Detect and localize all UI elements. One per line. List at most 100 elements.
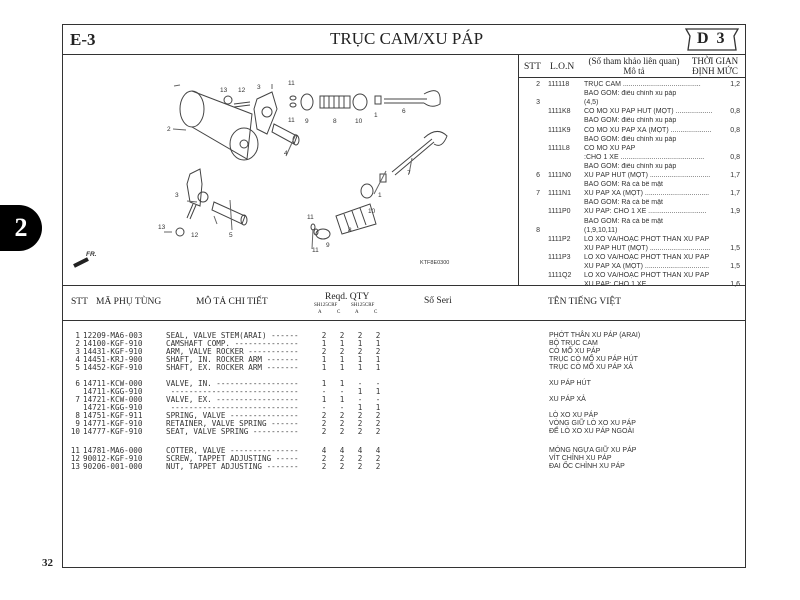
- labor-text: (4,5): [584, 99, 599, 107]
- part-qty: 2: [375, 347, 381, 356]
- part-vn-name: ĐẾ LÒ XO XU PÁP NGOÀI: [549, 428, 635, 435]
- part-qty: 1: [339, 395, 345, 404]
- part-stt: 4: [75, 355, 80, 364]
- part-qty: 1: [357, 363, 363, 372]
- labor-header-desc2: Mô tả: [623, 66, 645, 76]
- rocker-shaft-icon: [211, 201, 248, 226]
- part-number: 14100-KGF-910: [83, 339, 143, 348]
- part-description: ARM, VALVE ROCKER -----------: [166, 347, 299, 356]
- labor-lon: 1111P2: [548, 235, 571, 243]
- part-stt: 13: [70, 462, 80, 471]
- part-number: 14777-KGF-910: [83, 427, 143, 436]
- nut-icon: [175, 95, 233, 237]
- labor-time: 1,7: [730, 190, 740, 198]
- labor-text: TRỤC CAM ...............................…: [584, 81, 701, 88]
- labor-stt: 3: [536, 99, 540, 107]
- labor-stt: 2: [536, 81, 540, 88]
- part-description: SEAT, VALVE SPRING ----------: [166, 427, 299, 436]
- spring-icon: [319, 95, 377, 235]
- part-description: COTTER, VALVE ---------------: [166, 446, 299, 455]
- chapter-tab: 2: [0, 205, 42, 251]
- callout: 3: [257, 84, 261, 91]
- spring-seat-icon: [352, 93, 374, 199]
- part-qty: -: [339, 403, 345, 412]
- part-description: NUT, TAPPET ADJUSTING -------: [166, 462, 299, 471]
- part-qty: 2: [339, 331, 345, 340]
- labor-text: BAO GỒM: Rà cá bề mặt: [584, 217, 663, 225]
- model-2: SH125CRF: [351, 303, 375, 308]
- part-number: 90012-KGF-910: [83, 454, 143, 463]
- divider: [518, 77, 746, 78]
- labor-text: BAO GỒM: điều chỉnh xu páp: [584, 135, 677, 143]
- callout: 7: [407, 170, 411, 177]
- part-qty: 4: [375, 446, 381, 455]
- labor-text: XU PÁP: CHO 1 XE .......................…: [584, 281, 707, 289]
- callout: 10: [368, 208, 376, 215]
- labor-text: XU PÁP HÚT (MỘT) .......................…: [584, 172, 711, 179]
- callout: 11: [312, 247, 319, 254]
- part-number: 14711-KCW-000: [83, 379, 143, 388]
- callout: 10: [355, 118, 363, 125]
- part-qty: 1: [321, 379, 327, 388]
- divider: [62, 320, 746, 321]
- variant-a: A: [318, 310, 322, 315]
- labor-text: LÒ XO VÀ/HOẶC PHỚT THÂN XU PÁP: [584, 272, 710, 280]
- labor-text: CÒ MỔ XU PÁP HÚT (MỘT) .................…: [584, 108, 713, 116]
- part-qty: 4: [321, 446, 327, 455]
- part-vn-name: VÍT CHỈNH XU PÁP: [549, 455, 612, 462]
- labor-text: BAO GỒM: Rà cá bề mặt: [584, 199, 663, 207]
- callout: 2: [167, 126, 171, 133]
- part-qty: 1: [321, 355, 327, 364]
- front-label: FR.: [86, 251, 97, 258]
- labor-header-desc: (Số tham khảo liên quan): [588, 56, 680, 66]
- labor-header-time: THỜI GIAN: [691, 56, 739, 66]
- part-vn-name: TRỤC CÒ MỔ XU PÁP HÚT: [549, 356, 638, 363]
- parts-header-desc: MÔ TẢ CHI TIẾT: [196, 297, 268, 307]
- part-qty: 2: [357, 419, 363, 428]
- part-qty: 2: [357, 462, 363, 471]
- labor-text: XU PÁP: CHO 1 XE .......................…: [584, 208, 707, 216]
- part-qty: 2: [339, 411, 345, 420]
- part-number: 14431-KGF-910: [83, 347, 143, 356]
- part-qty: 2: [339, 462, 345, 471]
- labor-lon: 1111P3: [548, 253, 571, 261]
- part-description: ----------------------------: [166, 403, 299, 412]
- front-arrow-icon: [73, 257, 89, 268]
- part-stt: 9: [75, 419, 80, 428]
- part-number: 90206-001-000: [83, 462, 143, 471]
- part-qty: 1: [375, 339, 381, 348]
- callout: 1: [378, 192, 382, 199]
- callout: 5: [229, 232, 233, 239]
- part-description: SHAFT, EX. ROCKER ARM -------: [166, 363, 299, 372]
- part-vn-name: ĐAI ỐC CHỈNH XU PÁP: [549, 463, 625, 470]
- labor-lon: 1111P0: [548, 208, 571, 216]
- part-number: 14711-KGG-910: [83, 387, 143, 396]
- labor-text: CÒ MỔ XU PÁP XẢ (MỘT) ..................…: [584, 126, 712, 134]
- callout: 12: [191, 232, 199, 239]
- part-qty: 2: [375, 419, 381, 428]
- figure-code: KTF8E0300: [420, 260, 450, 266]
- part-vn-name: LÒ XO XU PÁP: [549, 412, 599, 419]
- section-badge: D 3: [697, 30, 725, 47]
- part-qty: -: [321, 387, 327, 396]
- model-1: SH125CRF: [314, 303, 338, 308]
- labor-lon: 111118: [548, 81, 570, 88]
- part-description: SCREW, TAPPET ADJUSTING -----: [166, 454, 299, 463]
- part-description: SPRING, VALVE ---------------: [166, 411, 299, 420]
- part-qty: 2: [339, 427, 345, 436]
- callout: 12: [238, 87, 246, 94]
- part-qty: 2: [321, 331, 327, 340]
- divider: [518, 54, 519, 285]
- part-number: 12209-MA6-003: [83, 331, 143, 340]
- part-vn-name: PHỚT THÂN XU PÁP (ARAI): [549, 332, 641, 339]
- callout: 9: [305, 118, 309, 125]
- parts-header-part-no: MÃ PHỤ TÙNG: [96, 297, 162, 307]
- part-description: VALVE, IN. ------------------: [166, 379, 299, 388]
- labor-text: (1,9,10,11): [584, 226, 618, 234]
- part-qty: 1: [357, 387, 363, 396]
- labor-time: 1,2: [730, 81, 740, 88]
- part-qty: 4: [339, 446, 345, 455]
- part-vn-name: TRỤC CÒ MỔ XU PÁP XẢ: [549, 364, 633, 371]
- labor-stt: 7: [536, 190, 540, 198]
- callout: 6: [402, 108, 406, 115]
